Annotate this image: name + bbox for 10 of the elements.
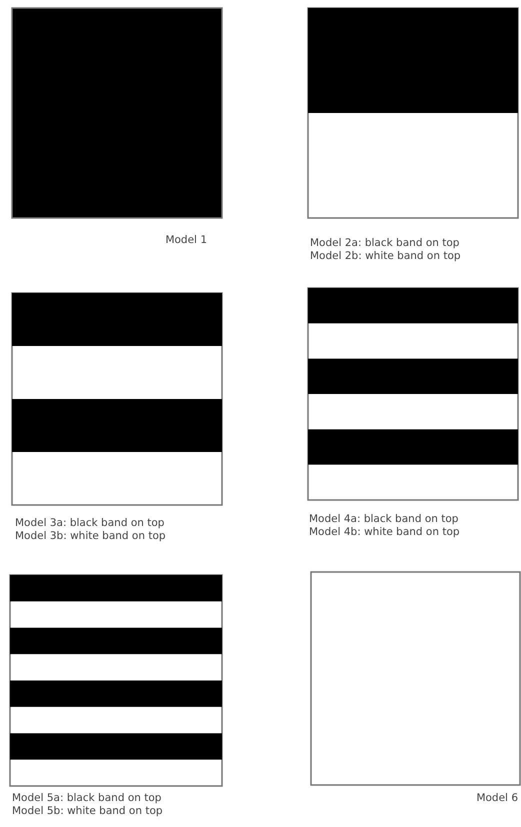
model-caption: Model 2a: black band on top xyxy=(310,237,460,250)
model-caption: Model 6 xyxy=(476,792,518,805)
model-caption: Model 5b: white band on top xyxy=(12,805,163,818)
model-caption: Model 3b: white band on top xyxy=(15,530,166,543)
model-caption: Model 1 xyxy=(165,234,207,247)
model-caption: Model 4b: white band on top xyxy=(309,526,460,539)
model-caption: Model 4a: black band on top xyxy=(309,513,458,526)
model-caption: Model 5a: black band on top xyxy=(12,792,162,805)
model-caption: Model 3a: black band on top xyxy=(15,517,164,530)
model-caption: Model 2b: white band on top xyxy=(310,250,461,263)
